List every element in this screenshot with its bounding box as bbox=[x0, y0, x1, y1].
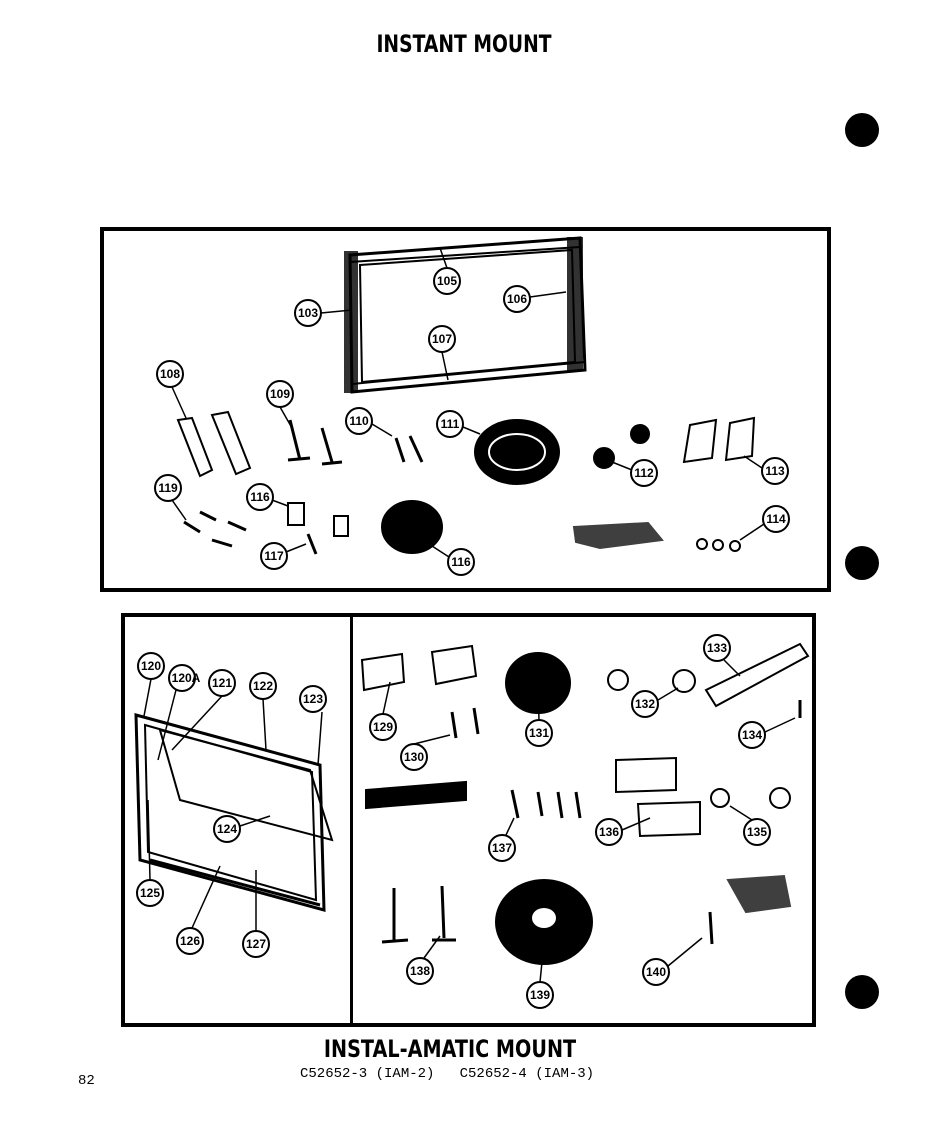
screw-117 bbox=[306, 533, 318, 555]
callout-117: 117 bbox=[264, 549, 284, 563]
foam-roll-131 bbox=[505, 652, 571, 714]
washer-114 bbox=[696, 538, 708, 550]
callout-122: 122 bbox=[253, 679, 273, 693]
section-title: INSTAL-AMATIC MOUNT bbox=[323, 1035, 577, 1063]
callout-121: 121 bbox=[212, 676, 232, 690]
callout-140: 140 bbox=[646, 965, 666, 979]
clip-113a bbox=[682, 418, 718, 464]
callout-120: 120 bbox=[141, 659, 161, 673]
callout-107: 107 bbox=[432, 332, 452, 346]
callout-137: 137 bbox=[492, 841, 512, 855]
panel-divider bbox=[350, 616, 353, 1025]
knob-112b bbox=[630, 424, 650, 444]
gasket-strip-2 bbox=[365, 780, 467, 810]
bracket-108b bbox=[210, 410, 252, 476]
callout-105: 105 bbox=[437, 274, 457, 288]
callout-119: 119 bbox=[158, 481, 178, 495]
bracket-129a bbox=[360, 652, 406, 692]
model-numbers: C52652-3 (IAM-2) C52652-4 (IAM-3) bbox=[300, 1066, 595, 1082]
callout-111: 111 bbox=[441, 417, 460, 431]
spacer-116 bbox=[287, 502, 305, 526]
bolts-138 bbox=[381, 885, 456, 944]
callout-112: 112 bbox=[634, 466, 654, 480]
clip-136b bbox=[636, 800, 701, 838]
callout-133: 133 bbox=[707, 641, 727, 655]
bracket-129b bbox=[430, 644, 478, 686]
callout-125: 125 bbox=[140, 886, 160, 900]
screws-137 bbox=[510, 789, 582, 819]
callout-129: 129 bbox=[373, 720, 393, 734]
punch-hole-top bbox=[845, 113, 879, 147]
callout-134: 134 bbox=[742, 728, 762, 742]
callout-116a: 116 bbox=[250, 490, 270, 504]
punch-hole-middle bbox=[845, 546, 879, 580]
nut-135b bbox=[769, 787, 791, 809]
callout-114: 114 bbox=[766, 512, 786, 526]
callout-123: 123 bbox=[303, 692, 323, 706]
callout-108: 108 bbox=[160, 367, 180, 381]
screws-130 bbox=[450, 707, 480, 739]
page-title: INSTANT MOUNT bbox=[376, 30, 552, 58]
callout-116b: 116 bbox=[451, 555, 471, 569]
gasket-strip-3 bbox=[726, 874, 792, 914]
knob-132b bbox=[672, 669, 696, 693]
foam-roll-116 bbox=[381, 500, 443, 554]
callouts bbox=[136, 267, 790, 1009]
callout-110: 110 bbox=[349, 414, 369, 428]
callout-103: 103 bbox=[298, 306, 318, 320]
callout-136: 136 bbox=[599, 825, 619, 839]
strip-133 bbox=[704, 642, 810, 708]
instal-amatic-frame bbox=[134, 713, 334, 912]
callout-131: 131 bbox=[529, 726, 549, 740]
screw-110 bbox=[394, 435, 424, 463]
instant-mount-panel bbox=[100, 227, 831, 592]
callout-126: 126 bbox=[180, 934, 200, 948]
nut-135a bbox=[710, 788, 730, 808]
callout-120a: 120A bbox=[172, 671, 201, 685]
clip-113b bbox=[724, 416, 756, 462]
callout-127: 127 bbox=[246, 937, 266, 951]
bracket-108a bbox=[176, 416, 214, 478]
callout-138: 138 bbox=[410, 964, 430, 978]
screws-119 bbox=[183, 510, 247, 548]
callout-139: 139 bbox=[530, 988, 550, 1002]
clip-136a bbox=[615, 756, 677, 794]
instal-amatic-panel bbox=[121, 613, 816, 1027]
callout-109: 109 bbox=[270, 387, 290, 401]
callout-135: 135 bbox=[747, 825, 767, 839]
bolt-109b bbox=[320, 427, 343, 466]
mounting-frame bbox=[344, 236, 587, 394]
punch-hole-bottom bbox=[845, 975, 879, 1009]
callout-132: 132 bbox=[635, 697, 655, 711]
callout-113: 113 bbox=[765, 464, 785, 478]
page-number: 82 bbox=[78, 1073, 95, 1089]
callout-130: 130 bbox=[404, 750, 424, 764]
callout-106: 106 bbox=[507, 292, 527, 306]
callout-124: 124 bbox=[217, 822, 237, 836]
knob-132a bbox=[607, 669, 629, 691]
screw-140 bbox=[708, 911, 714, 945]
gasket-strip bbox=[572, 521, 664, 550]
foam-roll-111 bbox=[474, 419, 560, 485]
knob-112a bbox=[593, 447, 615, 469]
